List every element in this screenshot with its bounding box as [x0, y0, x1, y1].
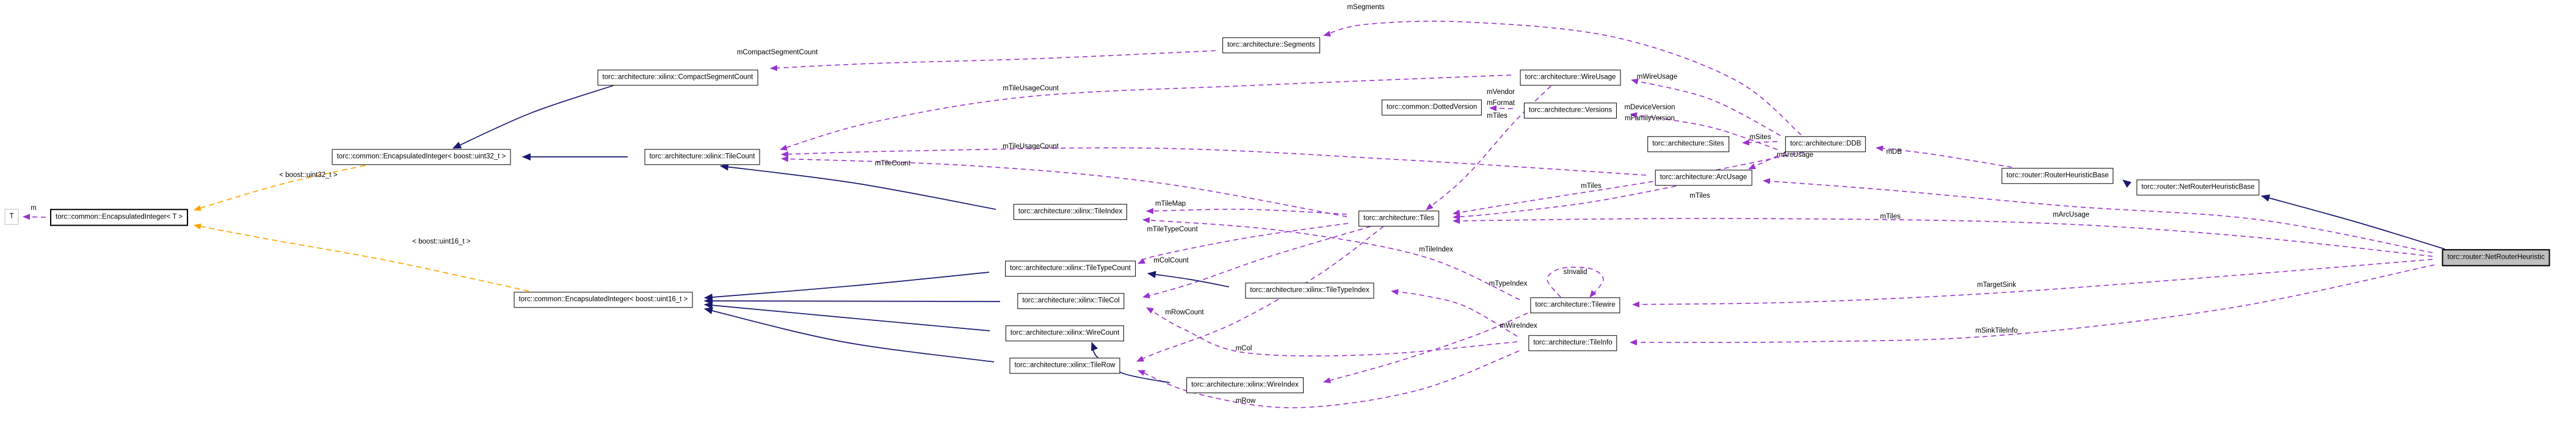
class-node-tileindex[interactable]: torc::architecture::xilinx::TileIndex — [1013, 204, 1128, 220]
class-node-tiletypeindex[interactable]: torc::architecture::xilinx::TileTypeInde… — [1245, 283, 1374, 298]
class-node-rhb[interactable]: torc::router::RouterHeuristicBase — [2001, 168, 2114, 184]
class-node-tiles[interactable]: torc::architecture::Tiles — [1359, 211, 1439, 226]
edge-inherit-tileindex-to-tilecount — [720, 163, 996, 210]
edge-usage-tileinfo-to-tilecol — [1146, 307, 1518, 357]
class-node-compactsegmentcount[interactable]: torc::architecture::xilinx::CompactSegme… — [597, 70, 758, 85]
edge-usage-tiles-to-tilecol — [1142, 226, 1371, 298]
edge-usage-tiles-to-tilecount — [781, 156, 1348, 217]
class-node-segments[interactable]: torc::architecture::Segments — [1222, 37, 1320, 53]
class-node-tilecol[interactable]: torc::architecture::xilinx::TileCol — [1017, 293, 1125, 309]
class-node-enct[interactable]: torc::common::EncapsulatedInteger< T > — [50, 209, 188, 226]
class-node-tilecount[interactable]: torc::architecture::xilinx::TileCount — [644, 149, 760, 165]
class-node-encint32[interactable]: torc::common::EncapsulatedInteger< boost… — [332, 149, 511, 165]
class-node-sites[interactable]: torc::architecture::Sites — [1647, 136, 1729, 152]
edge-usage-wireusage-to-tilecount — [780, 74, 1512, 151]
edge-usage-tilewire-to-tilewire — [1547, 266, 1604, 298]
edge-usage-ddb-to-tiles — [1453, 151, 1805, 216]
edge-template-encint16-to-enct — [194, 223, 529, 292]
class-node-tileinfo[interactable]: torc::architecture::TileInfo — [1528, 335, 1617, 351]
edge-usage-ddb-to-versions — [1630, 112, 1778, 150]
edge-usage-ddb-to-wireusage — [1631, 78, 1781, 136]
edge-usage-tileinfo-to-tiletypeindex — [1391, 289, 1518, 337]
edge-usage-versions-to-dottedversion — [1489, 105, 1514, 112]
edge-inherit-compactsegmentcount-to-encint32 — [452, 85, 614, 149]
edge-usage-ddb-to-arcusage — [1748, 151, 1787, 170]
edge-usage-main-to-tiles — [1453, 217, 2433, 257]
class-node-encint16[interactable]: torc::common::EncapsulatedInteger< boost… — [513, 292, 693, 308]
class-node-wireindex[interactable]: torc::architecture::xilinx::WireIndex — [1186, 377, 1304, 393]
class-node-ddb[interactable]: torc::architecture::DDB — [1785, 136, 1867, 152]
class-node-arcusage[interactable]: torc::architecture::ArcUsage — [1655, 170, 1752, 186]
edge-usage-wireusage-to-tiles — [1426, 85, 1551, 211]
edge-usage-main-to-arcusage — [1763, 178, 2433, 253]
class-node-main[interactable]: torc::router::NetRouterHeuristic — [2442, 249, 2550, 266]
edge-usage-tiles-to-tiletypecount — [1137, 223, 1349, 264]
edge-usage-main-to-tileinfo — [1630, 264, 2435, 345]
class-node-versions[interactable]: torc::architecture::Versions — [1523, 103, 1617, 118]
edge-usage-rhb-to-ddb — [1876, 145, 2012, 168]
class-node-nrhb[interactable]: torc::router::NetRouterHeuristicBase — [2136, 179, 2260, 195]
class-node-tilewire[interactable]: torc::architecture::Tilewire — [1530, 297, 1620, 313]
class-node-tiletypecount[interactable]: torc::architecture::xilinx::TileTypeCoun… — [1005, 261, 1136, 276]
class-node-dottedversion[interactable]: torc::common::DottedVersion — [1381, 99, 1482, 115]
edge-inherit-tiletypecount-to-encint16 — [704, 272, 990, 301]
edge-usage-tileinfo-to-tilerow — [1137, 350, 1520, 408]
class-node-wirecount[interactable]: torc::architecture::xilinx::WireCount — [1005, 325, 1125, 341]
class-node-tilerow[interactable]: torc::architecture::xilinx::TileRow — [1009, 358, 1120, 374]
edge-inherit-nrhb-to-rhb — [2122, 179, 2132, 188]
edge-usage-tilewire-to-wireindex — [1323, 312, 1528, 383]
class-node-wireusage[interactable]: torc::architecture::WireUsage — [1520, 70, 1621, 85]
edge-inherit-wirecount-to-encint16 — [704, 301, 990, 331]
edge-usage-main-to-tilewire — [1632, 259, 2433, 308]
class-node-t[interactable]: T — [4, 209, 19, 225]
edge-template-encint32-to-enct — [194, 165, 366, 211]
edge-usage-tiles-to-tileindex — [1146, 208, 1348, 215]
edge-usage-arcusage-to-tiles — [1453, 186, 1677, 220]
edge-inherit-main-to-nrhb — [2261, 194, 2445, 250]
edge-usage-arcusage-to-tilecount — [781, 147, 1647, 176]
edge-inherit-tilerow-to-encint16 — [704, 307, 995, 363]
edge-usage-ddb-to-sites — [1742, 139, 1778, 146]
edge-usage-segments-to-compactsegmentcount — [770, 50, 1216, 71]
edge-inherit-tiletypeindex-to-tiletypecount — [1147, 270, 1230, 287]
